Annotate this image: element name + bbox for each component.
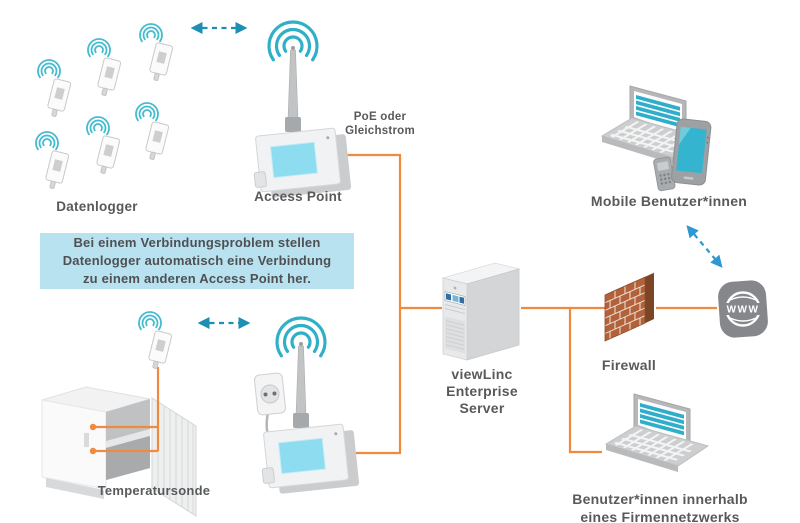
firewall-icon: [604, 272, 655, 342]
data-logger-icon: [135, 102, 171, 163]
data-logger-icon: [37, 59, 73, 120]
server-label: viewLinc Enterprise Server: [446, 366, 518, 417]
internet-link-arrow: [686, 225, 723, 268]
poe-label: PoE oder Gleichstrom: [345, 111, 415, 137]
access-point-label: Access Point: [254, 189, 342, 204]
cold-chamber: [41, 386, 197, 517]
dataloggers-label: Datenlogger: [56, 199, 138, 214]
firewall-label: Firewall: [601, 357, 657, 373]
corporate-laptop-icon: [592, 394, 712, 474]
corporate-users-label: Benutzer*innen innerhalb eines Firmennet…: [572, 491, 748, 523]
data-logger-icon: [139, 23, 175, 84]
server-icon: [442, 262, 520, 361]
temperature-logger-icon: [138, 311, 174, 372]
mobile-phone-icon: [670, 117, 712, 187]
data-logger-icon: [87, 38, 123, 99]
mobile-users-label: Mobile Benutzer*innen: [590, 193, 748, 209]
network-cables: [95, 153, 717, 455]
www-badge-label: WWW: [727, 305, 760, 316]
temperature-probe-label: Temperatursonde: [97, 483, 211, 498]
data-logger-icon: [86, 116, 122, 177]
data-logger-icon: [35, 131, 71, 192]
info-box: Bei einem Verbindungsproblem stellen Dat…: [40, 233, 354, 289]
temperature-probes: [89, 423, 97, 455]
wireless-link-arrows: [190, 21, 723, 330]
internet-globe-icon: WWW: [718, 280, 768, 338]
